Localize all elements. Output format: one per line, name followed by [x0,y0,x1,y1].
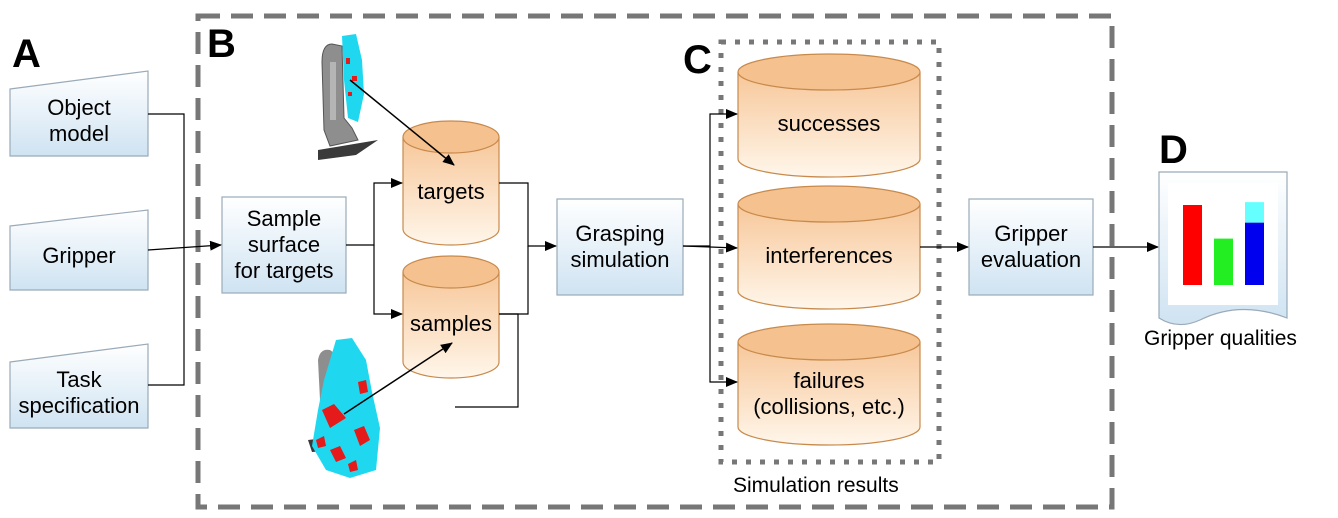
grasping-simulation-box [556,198,684,296]
section-label-d: D [1159,128,1188,172]
process-sample-surface: Sample surface for targets [234,206,334,283]
result-bar-3-secondary [1245,202,1264,223]
section-label-a: A [12,32,41,76]
result-bar-3 [1245,222,1264,285]
simulation-results-caption: Simulation results [733,474,899,497]
interferences-store [737,185,921,310]
store-interferences-label: interferences [765,243,893,268]
object-model-shape [9,70,149,157]
object-targets-render [318,34,455,166]
store-failures-label: failures (collisions, etc.) [753,368,905,419]
targets-store [402,120,500,246]
gripper-evaluation-box [968,198,1094,296]
section-label-b: B [207,22,236,66]
samples-store [402,255,500,379]
connectors [147,109,1159,408]
input-object-model: Object model [47,95,111,146]
gripper-shape [9,209,149,291]
result-bar-2 [1214,238,1233,285]
section-label-c: C [683,38,712,82]
section-b-frame [195,13,1115,510]
result-bar-chart [1183,202,1264,285]
failures-store [737,323,921,446]
store-samples-label: samples [410,311,492,336]
input-task-specification: Task specification [18,367,140,418]
result-bar-1 [1183,205,1202,285]
gripper-qualities-caption: Gripper qualities [1144,327,1297,350]
input-gripper: Gripper [42,243,116,268]
simulation-results-frame [718,39,942,465]
store-successes-label: successes [777,111,881,136]
successes-store [737,53,921,178]
store-targets-label: targets [417,179,485,204]
process-gripper-evaluation: Gripper evaluation [980,221,1082,272]
process-grasping-simulation: Grasping simulation [570,221,670,272]
object-samples-render [308,338,453,478]
task-specification-shape [9,343,149,429]
sample-surface-box [221,196,347,294]
